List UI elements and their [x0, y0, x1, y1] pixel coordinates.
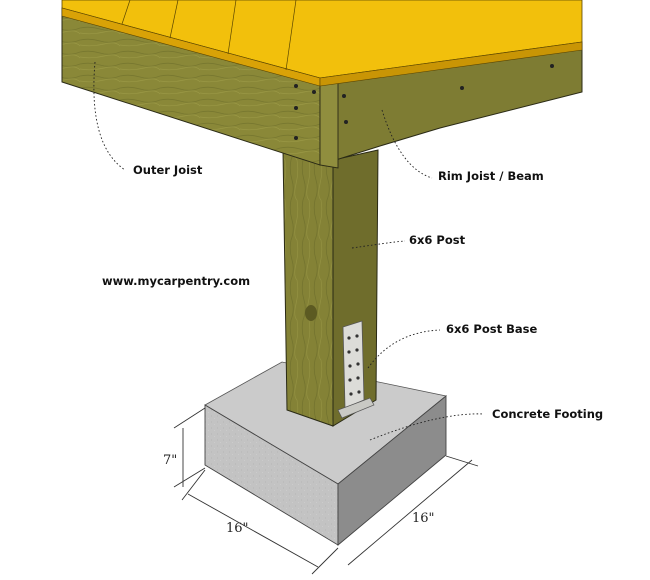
- leader-outer-joist: [93, 61, 126, 171]
- decking-side-edge: [319, 41, 583, 87]
- post-front-face: [282, 149, 334, 427]
- dim-height-label: 7": [163, 453, 177, 468]
- label-rim-joist: Rim Joist / Beam: [438, 169, 544, 183]
- decking-seams: [121, 0, 297, 71]
- outer-joist-nails: [294, 84, 316, 140]
- leaders: [93, 61, 485, 441]
- dimensions: [173, 407, 479, 575]
- dim-height-tick-bottom: [173, 467, 206, 488]
- rim-joist-end: [319, 77, 339, 169]
- dim-width-right-tick-b: [445, 455, 479, 467]
- leader-post-base: [367, 329, 441, 369]
- leader-rim-joist: [381, 109, 433, 179]
- post-base-bracket: [337, 320, 375, 419]
- leader-footing: [369, 413, 485, 441]
- bracket-holes: [347, 334, 361, 396]
- dim-width-left-tick-a: [181, 469, 206, 501]
- dim-width-left-tick-b: [311, 547, 339, 575]
- dim-width-right-label: 16": [412, 511, 435, 526]
- dim-height-tick-top: [173, 407, 206, 429]
- label-post-base: 6x6 Post Base: [446, 322, 537, 336]
- dim-width-left-label: 16": [226, 521, 249, 536]
- bracket-plate: [342, 320, 365, 409]
- post-knot: [305, 305, 317, 321]
- label-website: www.mycarpentry.com: [102, 274, 250, 288]
- label-footing: Concrete Footing: [492, 407, 603, 421]
- decking: [61, 0, 583, 87]
- dim-width-right-line: [347, 459, 473, 566]
- label-post: 6x6 Post: [409, 233, 466, 247]
- bracket-foot: [337, 397, 375, 419]
- dim-width-left-line: [187, 493, 319, 568]
- label-outer-joist: Outer Joist: [133, 163, 203, 177]
